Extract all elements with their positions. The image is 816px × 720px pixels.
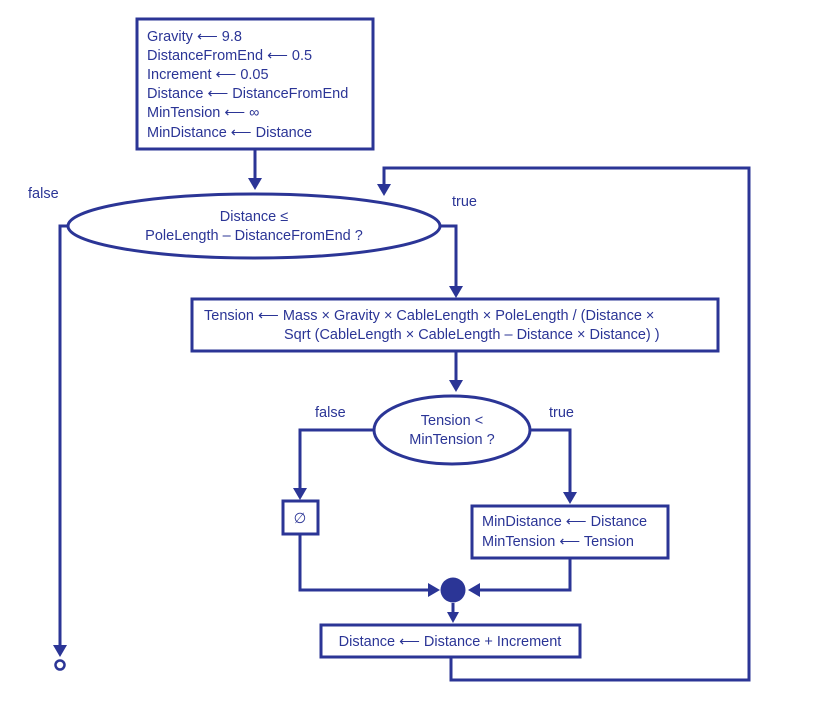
update-min-line: MinTension ⟵ Tension — [482, 534, 634, 550]
min-condition — [372, 394, 532, 466]
arrowhead — [447, 612, 459, 623]
arrowhead — [428, 583, 440, 597]
edge-loop-back — [382, 166, 751, 682]
loop-condition-line: Distance ≤ — [220, 209, 288, 225]
loop-condition — [66, 192, 442, 260]
arrowhead — [293, 488, 307, 500]
min-true-label: true — [549, 405, 574, 421]
junction-dot — [440, 577, 466, 603]
init-line: Distance ⟵ DistanceFromEnd — [147, 86, 348, 102]
tension-calc-line: Sqrt (CableLength × CableLength – Distan… — [284, 327, 660, 343]
edge-min-false — [298, 428, 374, 490]
empty-action-block — [281, 499, 320, 536]
arrowhead — [449, 380, 463, 392]
end-terminal — [54, 659, 66, 671]
init-block — [135, 17, 375, 151]
increment-line: Distance ⟵ Distance + Increment — [339, 634, 562, 650]
tension-calc-line: Tension ⟵ Mass × Gravity × CableLength ×… — [204, 308, 654, 324]
init-line: MinDistance ⟵ Distance — [147, 125, 312, 141]
loop-false-label: false — [28, 186, 59, 202]
min-false-label: false — [315, 405, 346, 421]
arrowhead — [563, 492, 577, 504]
min-condition-line: MinTension ? — [409, 432, 494, 448]
arrowhead — [449, 286, 463, 298]
init-line: Gravity ⟵ 9.8 — [147, 29, 242, 45]
init-line: Increment ⟵ 0.05 — [147, 67, 269, 83]
edge-loop-true — [440, 224, 458, 288]
edge-loop-false — [58, 224, 68, 652]
loop-condition-line: PoleLength – DistanceFromEnd ? — [145, 228, 363, 244]
empty-set-symbol: ∅ — [294, 511, 307, 527]
init-line: MinTension ⟵ ∞ — [147, 105, 260, 121]
arrowhead — [248, 178, 262, 190]
increment-block — [319, 623, 582, 659]
update-min-line: MinDistance ⟵ Distance — [482, 514, 647, 530]
update-min-block — [470, 504, 670, 560]
arrowhead — [377, 184, 391, 196]
tension-calc-block — [190, 297, 720, 353]
edge-update-to-junction — [478, 558, 572, 592]
loop-true-label: true — [452, 194, 477, 210]
arrowhead — [53, 645, 67, 657]
edge-min-true — [530, 428, 572, 494]
edge-empty-to-junction — [298, 534, 430, 592]
init-line: DistanceFromEnd ⟵ 0.5 — [147, 48, 312, 64]
min-condition-line: Tension < — [421, 413, 483, 429]
arrowhead — [468, 583, 480, 597]
